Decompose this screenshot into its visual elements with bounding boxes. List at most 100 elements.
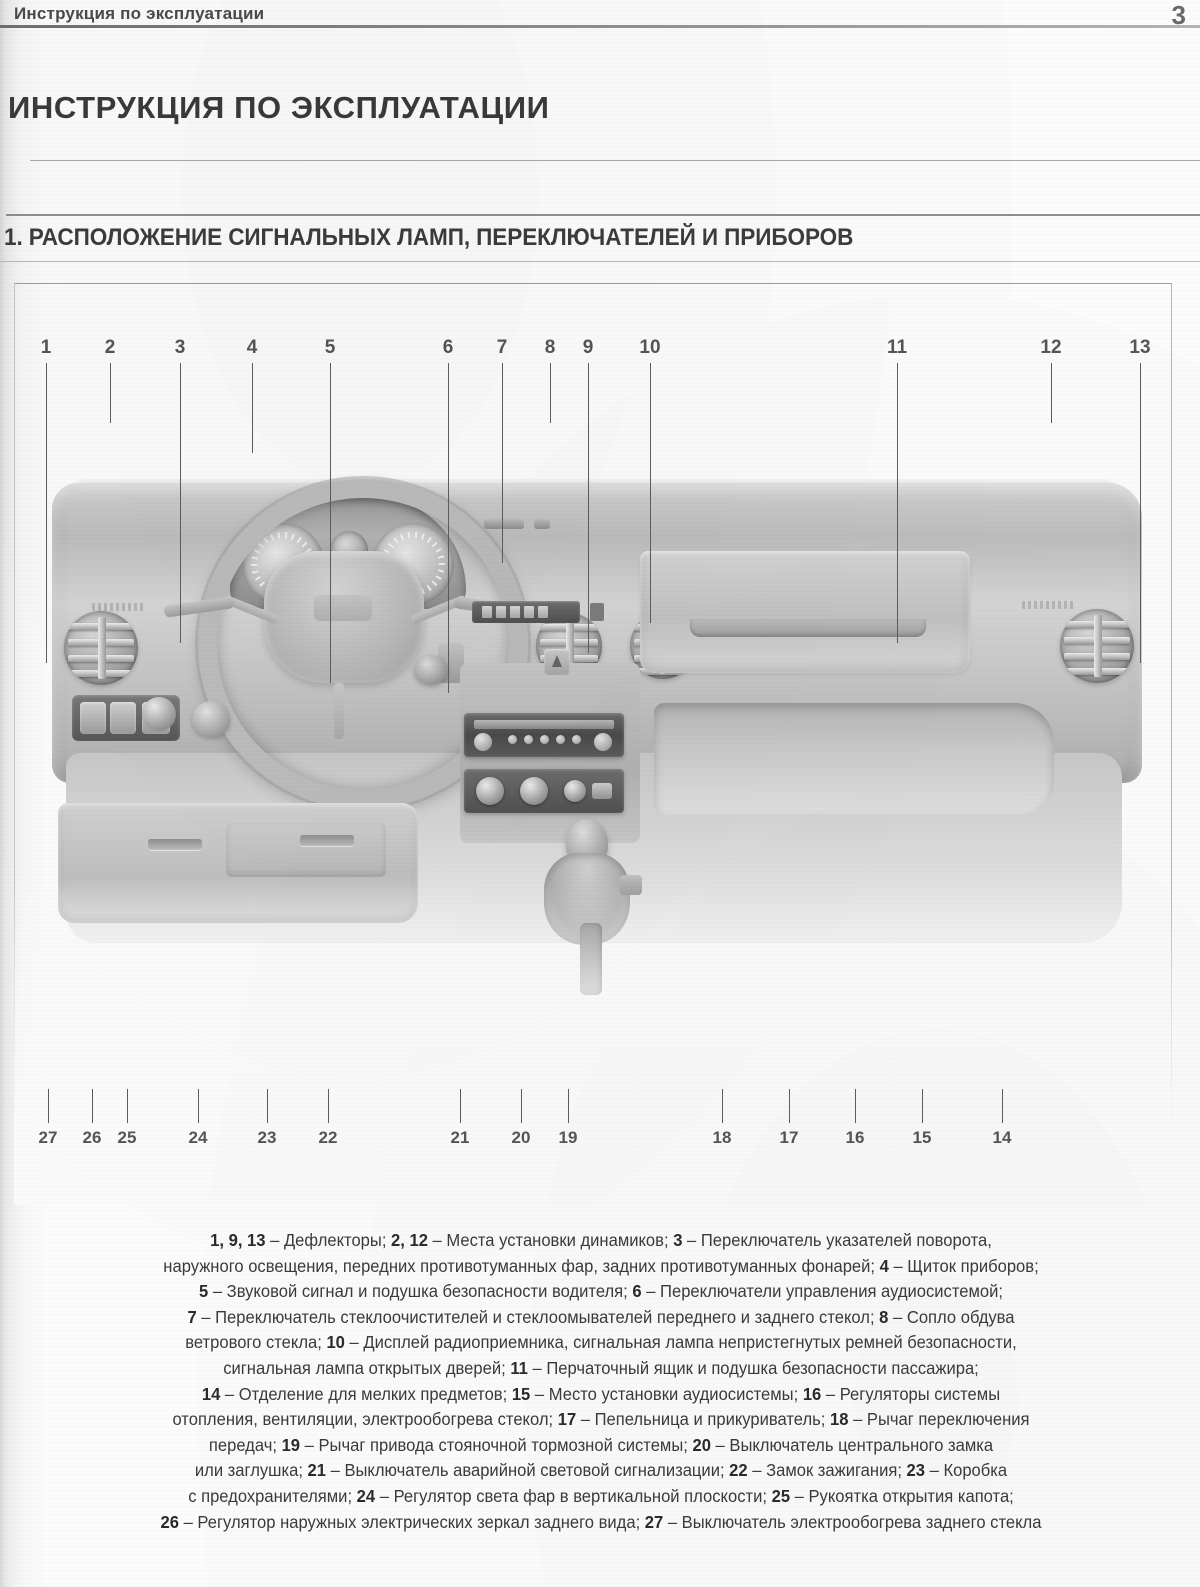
legend-line: с предохранителями; 24 – Регулятор света… (188, 1485, 1014, 1506)
small-items-compartment (654, 703, 1054, 815)
leader-line-3 (180, 363, 181, 643)
dashboard-illustration (14, 283, 1172, 1205)
glovebox-passenger-airbag (640, 551, 970, 673)
callout-number-21: 21 (450, 1128, 470, 1147)
leader-line-16 (855, 1089, 856, 1123)
audio-head-unit (464, 713, 624, 757)
callout-number-3: 3 (174, 337, 186, 358)
rear-window-defogger-switch (80, 702, 106, 734)
leader-line-27 (48, 1089, 49, 1123)
legend-line: наружного освещения, передних противотум… (163, 1255, 1039, 1276)
section-bottom-rule (0, 261, 1200, 262)
callout-number-8: 8 (544, 337, 556, 358)
leader-line-1 (46, 363, 47, 663)
leader-line-13 (1140, 363, 1141, 663)
page-title: ИНСТРУКЦИЯ ПО ЭКСПЛУАТАЦИИ (8, 90, 550, 125)
callout-number-18: 18 (712, 1128, 732, 1147)
callout-number-26: 26 (82, 1128, 102, 1147)
figure-legend: 1, 9, 13 – Дефлекторы; 2, 12 – Места уст… (36, 1228, 1165, 1535)
speaker-grille-right (1022, 601, 1076, 609)
callout-number-23: 23 (257, 1128, 277, 1147)
legend-line: 1, 9, 13 – Дефлекторы; 2, 12 – Места уст… (210, 1230, 992, 1250)
callout-number-27: 27 (38, 1128, 58, 1147)
ignition-lock (414, 655, 448, 685)
legend-line: 5 – Звуковой сигнал и подушка безопаснос… (199, 1281, 1003, 1302)
callout-number-10: 10 (639, 337, 661, 358)
steering-spoke-bottom (334, 683, 344, 739)
section-top-rule (6, 214, 1200, 216)
callout-number-4: 4 (246, 337, 258, 358)
switch-blank (110, 702, 136, 734)
legend-line: или заглушка; 21 – Выключатель аварийной… (194, 1460, 1008, 1481)
headlamp-leveling-knob (142, 697, 176, 731)
leader-line-26 (92, 1089, 93, 1123)
callout-number-25: 25 (117, 1128, 137, 1147)
legend-line: передач; 19 – Рычаг привода стояночной т… (208, 1434, 994, 1455)
callout-number-7: 7 (496, 337, 508, 358)
page-number: 3 (1171, 0, 1186, 30)
mirror-control-knob (192, 701, 230, 737)
callout-number-13: 13 (1129, 337, 1151, 358)
windshield-defrost-nozzle-small (534, 519, 550, 529)
leader-line-24 (198, 1089, 199, 1123)
ashtray-lighter (592, 783, 612, 799)
callout-number-14: 14 (992, 1128, 1012, 1147)
legend-line: 26 – Регулятор наружных электрических зе… (160, 1511, 1042, 1532)
callout-number-20: 20 (511, 1128, 531, 1147)
callout-number-22: 22 (318, 1128, 338, 1147)
leader-line-21 (460, 1089, 461, 1123)
callout-number-5: 5 (324, 337, 336, 358)
legend-line: сигнальная лампа открытых дверей; 11 – П… (223, 1357, 979, 1378)
callout-number-11: 11 (886, 337, 908, 358)
knee-panel-slot-right (300, 835, 354, 846)
leader-line-15 (922, 1089, 923, 1123)
hazard-light-switch (544, 649, 570, 675)
legend-line: ветрового стекла; 10 – Дисплей радиоприе… (185, 1332, 1017, 1353)
callout-number-1: 1 (40, 337, 52, 358)
leader-line-23 (267, 1089, 268, 1123)
leader-line-9 (588, 363, 589, 653)
legend-line: отопления, вентиляции, электрообогрева с… (172, 1409, 1030, 1430)
figure-border-top (14, 283, 1172, 284)
callout-number-2: 2 (104, 337, 116, 358)
knee-panel-slot-left (148, 839, 202, 850)
leader-line-4 (252, 363, 253, 453)
section-title: 1. РАСПОЛОЖЕНИЕ СИГНАЛЬНЫХ ЛАМП, ПЕРЕКЛЮ… (4, 224, 854, 251)
callout-number-24: 24 (188, 1128, 208, 1147)
callout-number-6: 6 (442, 337, 454, 358)
callout-number-16: 16 (845, 1128, 865, 1147)
title-underrule (30, 160, 1200, 161)
leader-line-18 (722, 1089, 723, 1123)
leader-line-25 (127, 1089, 128, 1123)
header-rule (0, 25, 1200, 28)
callout-number-15: 15 (912, 1128, 932, 1147)
seatbelt-warning-lamp (590, 603, 604, 621)
callout-number-12: 12 (1040, 337, 1062, 358)
fuse-box-cover (226, 823, 386, 877)
leader-line-14 (1002, 1089, 1003, 1123)
callout-number-19: 19 (558, 1128, 578, 1147)
leader-line-8 (550, 363, 551, 423)
speaker-grille-left (92, 603, 146, 611)
figure-border-left (14, 283, 15, 1205)
airbag-emblem (314, 595, 372, 621)
leader-line-2 (110, 363, 111, 423)
climate-control-panel (464, 769, 624, 813)
running-header: Инструкция по эксплуатации (14, 4, 265, 23)
legend-line: 14 – Отделение для мелких предметов; 15 … (201, 1383, 1001, 1404)
glovebox-handle (690, 619, 926, 637)
callout-number-17: 17 (779, 1128, 799, 1147)
figure-border-right (1171, 283, 1172, 1205)
leader-line-19 (568, 1089, 569, 1123)
radio-display (472, 601, 580, 623)
air-vent-right (1060, 609, 1134, 683)
leader-line-17 (789, 1089, 790, 1123)
windshield-defrost-nozzle (484, 519, 524, 529)
leader-line-5 (330, 363, 331, 683)
legend-line: 7 – Переключатель стеклоочистителей и ст… (187, 1306, 1015, 1327)
leader-line-7 (502, 363, 503, 563)
callout-number-9: 9 (582, 337, 594, 358)
air-vent-left (64, 611, 138, 685)
leader-line-12 (1051, 363, 1052, 423)
